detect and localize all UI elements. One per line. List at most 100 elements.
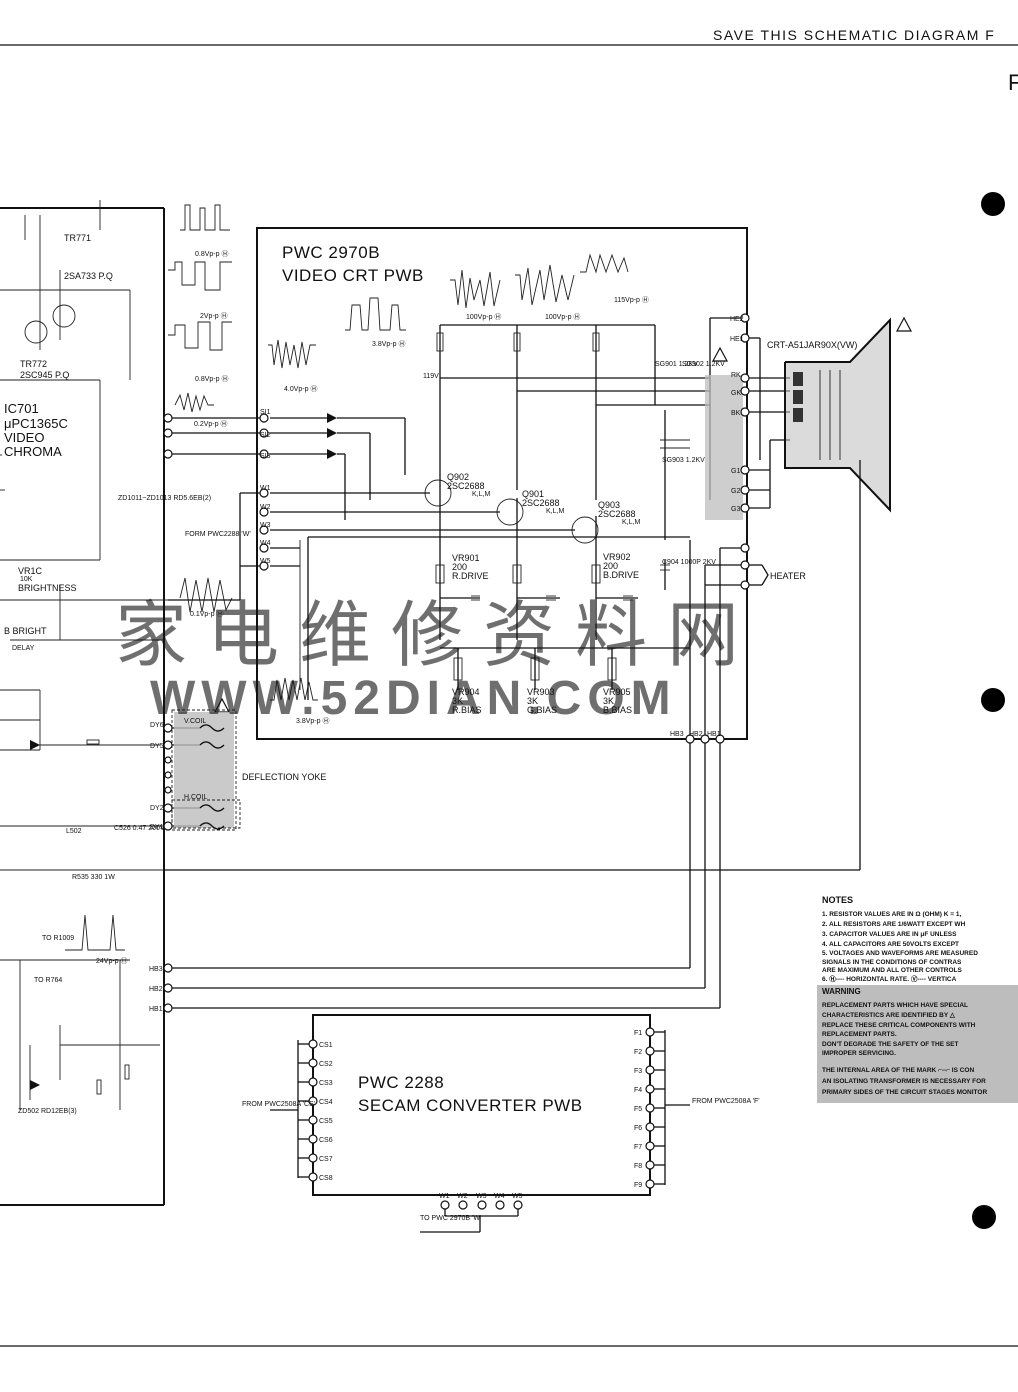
warning-line-3: REPLACE THESE CRITICAL COMPONENTS WITH [822, 1022, 976, 1029]
ic701-name: IC701 [4, 401, 39, 416]
waveform-label-3: 0.8Vp-p Ⓗ [195, 375, 228, 383]
waveform-label-6: 3.8Vp-p Ⓗ [372, 340, 405, 348]
caution-triangle-icon [711, 346, 729, 362]
r535-label: R535 330 1W [72, 874, 115, 881]
waveform-label-12: 24Vp-p Ⓗ [96, 957, 128, 965]
watermark-url: WWW.52DIAN.COM [150, 672, 677, 725]
secam-w-pin-5: W5 [512, 1193, 523, 1200]
warning-line-1: REPLACEMENT PARTS WHICH HAVE SPECIAL [822, 1002, 968, 1009]
vr905-value: 3K [603, 696, 614, 706]
w-connector [239, 488, 269, 571]
waveform-label-9: 115Vp-p Ⓗ [614, 296, 649, 304]
dy-pin-6: DY6 [150, 722, 164, 729]
f-pin-2: F2 [634, 1049, 642, 1056]
q902-ref: Q902 [447, 472, 469, 482]
q902-part: 2SC2688 [447, 481, 485, 491]
brightness-ref: VR1C [18, 566, 43, 576]
zd502-label: ZD502 RD12EB(3) [18, 1108, 77, 1115]
vr904-value: 3K [452, 696, 463, 706]
f-pin-4: F4 [634, 1087, 642, 1094]
to-pwc-label: TO PWC 2970B 'W' [420, 1215, 481, 1222]
waveform-group [65, 204, 629, 951]
waveform-label-4: 0.2Vp-p Ⓗ [194, 420, 227, 428]
secam-pwb-title: PWC 2288 [358, 1073, 444, 1092]
crt-label: CRT-A51JAR90X(VW) [767, 340, 857, 350]
cs-pin-2: CS2 [319, 1061, 333, 1068]
k-pin-b: BK [731, 410, 741, 417]
vr903-name: G.BIAS [527, 705, 557, 715]
vr905-name: B.BIAS [603, 705, 632, 715]
video-crt-wiring [270, 317, 745, 740]
w-pin-1: W1 [260, 485, 271, 492]
c904-label: C904 1000P 2KV [662, 559, 716, 566]
k-pin-g: GK [731, 390, 741, 397]
deflection-yoke-block [174, 712, 234, 828]
f-pin-6: F6 [634, 1125, 642, 1132]
f-pin-8: F8 [634, 1163, 642, 1170]
tr772-ref: TR772 [20, 359, 47, 369]
dy-pin-2: DY2 [150, 805, 164, 812]
cs-pin-7: CS7 [319, 1156, 333, 1163]
brightness-value: 10K [20, 576, 33, 583]
warning-line-5: DON'T DEGRADE THE SAFETY OF THE SET [822, 1041, 959, 1048]
vr902-name: B.DRIVE [603, 570, 639, 580]
from-f-label: FROM PWC2508A 'F' [692, 1098, 760, 1105]
cs-pin-6: CS6 [319, 1137, 333, 1144]
secam-pwb-subtitle: SECAM CONVERTER PWB [358, 1096, 583, 1115]
cs-pin-8: CS8 [319, 1175, 333, 1182]
q903-part: 2SC2688 [598, 509, 636, 519]
vr902-value: 200 [603, 561, 618, 571]
hb-pin-3: HB3 [670, 731, 684, 738]
secam-w-connector [420, 1200, 523, 1233]
si-pin-1: SI1 [260, 409, 271, 416]
notes-line-5: 5. VOLTAGES AND WAVEFORMS ARE MEASURED [822, 950, 978, 957]
vr904-ref: VR904 [452, 687, 480, 697]
spark-gap-block [705, 375, 743, 520]
c526-label: C526 0.47 200V [114, 825, 165, 832]
he-pin-1: HE1 [730, 336, 744, 343]
tr772-part: 2SC945 P.Q [20, 370, 69, 380]
vr901-value: 200 [452, 562, 467, 572]
cs-pin-3: CS3 [319, 1080, 333, 1087]
warning-line-7: THE INTERNAL AREA OF THE MARK ⌐--⌐ IS CO… [822, 1067, 974, 1074]
notes-line-1: 1. RESISTOR VALUES ARE IN Ω (OHM) K = 1, [822, 911, 961, 918]
vr902-ref: VR902 [603, 552, 631, 562]
dy-pin-5: DY5 [150, 743, 164, 750]
corner-letter: F [1008, 70, 1018, 95]
f-pin-9: F9 [634, 1182, 642, 1189]
waveform-label-1: 0.8Vp-p Ⓗ [195, 250, 228, 258]
notes-line-3: 3. CAPACITOR VALUES ARE IN μF UNLESS [822, 931, 957, 938]
notes-line-2: 2. ALL RESISTORS ARE 1/6WATT EXCEPT WH [822, 921, 966, 928]
f-pin-1: F1 [634, 1030, 642, 1037]
secam-w-pin-2: W2 [457, 1193, 468, 1200]
q903-grade: K,L,M [622, 519, 640, 526]
f-pin-7: F7 [634, 1144, 642, 1151]
k-pin-r: RK [731, 372, 741, 379]
f-pin-3: F3 [634, 1068, 642, 1075]
w-pin-3: W3 [260, 522, 271, 529]
heater-label: HEATER [770, 571, 806, 581]
crt-socket-connector [740, 313, 790, 590]
return-wiring [164, 417, 861, 1009]
crt-tube [784, 317, 891, 513]
cs-pin-1: CS1 [319, 1042, 333, 1049]
vr904-name: R.BIAS [452, 705, 482, 715]
warning-line-6: IMPROPER SERVICING. [822, 1050, 896, 1057]
vr901-ref: VR901 [452, 553, 480, 563]
waveform-label-10: 0.1Vp-p Ⓗ [190, 610, 223, 618]
warning-line-9: PRIMARY SIDES OF THE CIRCUIT STAGES MONI… [822, 1089, 987, 1096]
dy-pin-1: DY1 [150, 824, 164, 831]
waveform-label-11: 3.8Vp-p Ⓗ [296, 717, 329, 725]
secam-w-pin-4: W4 [494, 1193, 505, 1200]
q903-ref: Q903 [598, 500, 620, 510]
ic701-part: μPC1365C [4, 416, 68, 431]
zd-label: ZD1011~ZD1013 RD5.6EB(2) [118, 495, 211, 502]
w-pin-2: W2 [260, 504, 271, 511]
q901-ref: Q901 [522, 489, 544, 499]
binder-hole-bullet [981, 192, 1005, 216]
si-pin-3: SI3 [260, 453, 271, 460]
vcoil-label: V.COIL [184, 718, 206, 725]
vr903-value: 3K [527, 696, 538, 706]
tr771-ref: TR771 [64, 233, 91, 243]
